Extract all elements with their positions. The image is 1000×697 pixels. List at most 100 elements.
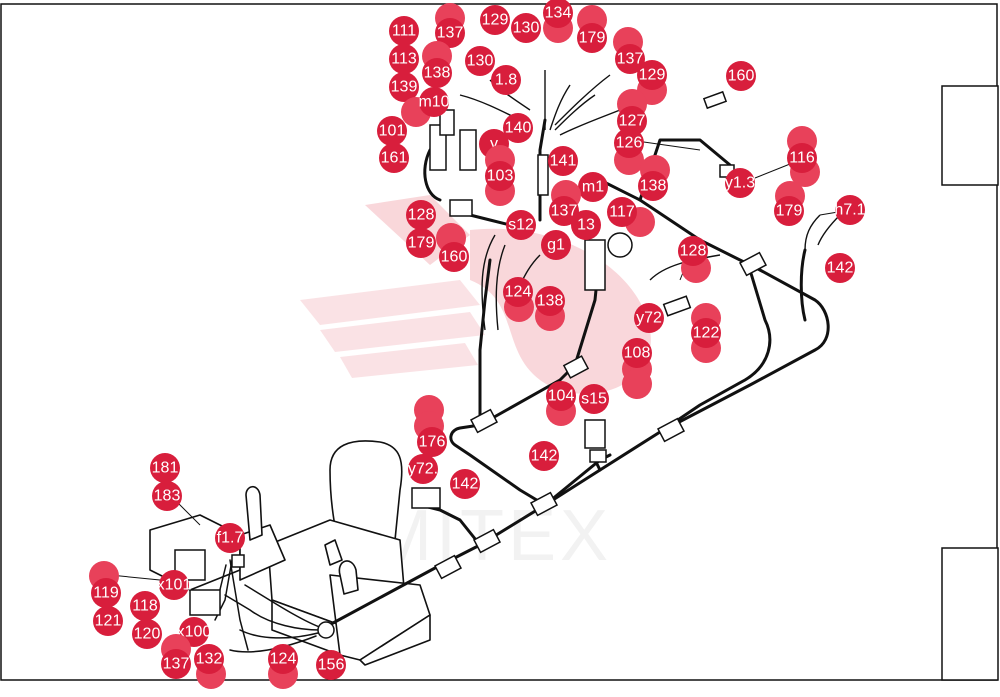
callout-108[interactable]: 108: [622, 338, 652, 399]
callout-119[interactable]: 119: [89, 561, 121, 608]
callout-s15[interactable]: s15: [579, 384, 609, 414]
svg-text:x100: x100: [177, 624, 212, 641]
callout-124[interactable]: 124: [503, 277, 534, 322]
callout-140[interactable]: 140: [503, 113, 533, 143]
callout-130-b[interactable]: 130: [465, 46, 495, 76]
callout-113[interactable]: 113: [389, 44, 419, 74]
callout-137[interactable]: 137: [435, 3, 465, 48]
callout-f1-7[interactable]: f1.7: [215, 523, 245, 553]
callout-160-b[interactable]: 160: [439, 242, 469, 272]
callout-111[interactable]: 111: [389, 16, 419, 46]
callout-181[interactable]: 181: [150, 453, 180, 483]
callout-132[interactable]: 132: [194, 644, 226, 689]
svg-text:137: 137: [617, 51, 644, 68]
callout-116[interactable]: 116: [787, 126, 820, 187]
callout-m10[interactable]: m10: [401, 87, 450, 127]
callout-x101[interactable]: x101: [157, 570, 192, 600]
callout-121[interactable]: 121: [93, 606, 123, 636]
callout-179[interactable]: 179: [577, 5, 607, 53]
callout-176[interactable]: 176: [414, 395, 447, 457]
callout-142-c[interactable]: 142: [450, 469, 480, 499]
callout-103[interactable]: 103: [485, 145, 515, 206]
callout-179-b[interactable]: 179: [774, 181, 805, 226]
svg-text:118: 118: [132, 598, 158, 615]
frame-tab-bottom: [941, 547, 999, 681]
callout-138-c[interactable]: 138: [535, 286, 565, 331]
svg-text:121: 121: [95, 613, 122, 630]
callout-h7-1[interactable]: h7.1: [834, 195, 866, 225]
svg-text:124: 124: [505, 284, 532, 301]
callout-128[interactable]: 128: [406, 200, 436, 230]
callout-130[interactable]: 130: [511, 13, 541, 43]
svg-text:139: 139: [391, 79, 418, 96]
svg-text:m1: m1: [582, 179, 604, 196]
svg-text:137: 137: [437, 25, 464, 42]
callout-138-b[interactable]: 138: [638, 155, 670, 201]
svg-text:129: 129: [639, 67, 666, 84]
callout-126[interactable]: 126: [614, 128, 644, 175]
svg-text:f1.7: f1.7: [217, 530, 244, 547]
callout-104[interactable]: 104: [546, 381, 576, 426]
callouts: 111 137 129 130 134 179 113 138 130 1.8 …: [89, 0, 866, 689]
svg-text:y1.3: y1.3: [725, 175, 755, 192]
svg-text:113: 113: [391, 51, 417, 68]
svg-text:s12: s12: [508, 217, 534, 234]
callout-1-8[interactable]: 1.8: [491, 65, 521, 95]
svg-text:132: 132: [196, 651, 223, 668]
svg-text:160: 160: [728, 68, 755, 85]
callout-142[interactable]: 142: [825, 253, 855, 283]
callout-183[interactable]: 183: [152, 481, 182, 511]
callout-128-b[interactable]: 128: [678, 236, 711, 283]
diagram-frame: [0, 3, 999, 681]
callout-y72[interactable]: y72: [634, 303, 664, 333]
callout-13[interactable]: 13: [571, 210, 601, 240]
svg-text:140: 140: [505, 120, 532, 137]
svg-text:176: 176: [419, 434, 446, 451]
callout-118[interactable]: 118: [130, 591, 160, 621]
frame-tab-top: [941, 85, 999, 186]
callout-127[interactable]: 127: [617, 89, 647, 136]
svg-text:104: 104: [548, 388, 575, 405]
svg-text:122: 122: [693, 325, 720, 342]
callout-y1-3[interactable]: y1.3: [725, 168, 755, 198]
callout-101[interactable]: 101: [377, 116, 407, 146]
svg-text:179: 179: [776, 203, 803, 220]
svg-text:124: 124: [270, 651, 297, 668]
callout-120[interactable]: 120: [132, 619, 162, 649]
svg-text:179: 179: [579, 30, 606, 47]
callout-137-c[interactable]: 137: [549, 180, 581, 226]
operator-seat: [149, 440, 431, 666]
callout-134[interactable]: 134: [543, 0, 573, 43]
sensor-pigtails: [459, 69, 841, 331]
callout-139[interactable]: 139: [389, 72, 419, 102]
svg-text:120: 120: [134, 626, 161, 643]
callout-s12[interactable]: s12: [506, 210, 536, 240]
svg-text:y72.: y72.: [408, 461, 438, 478]
callout-137-b[interactable]: 137: [613, 27, 645, 74]
callout-137-d[interactable]: 137: [161, 634, 191, 679]
svg-text:y: y: [490, 136, 498, 153]
svg-text:142: 142: [452, 476, 479, 493]
svg-text:156: 156: [318, 657, 345, 674]
callout-160[interactable]: 160: [726, 61, 756, 91]
callout-124-b[interactable]: 124: [268, 644, 298, 689]
svg-text:138: 138: [640, 178, 667, 195]
callout-156[interactable]: 156: [316, 650, 346, 680]
callout-m1[interactable]: m1: [578, 172, 608, 202]
callout-117[interactable]: 117: [607, 197, 655, 237]
callout-138[interactable]: 138: [422, 41, 452, 88]
callout-142-b[interactable]: 142: [529, 441, 559, 471]
callout-122[interactable]: 122: [691, 303, 721, 363]
callout-y72-b[interactable]: y72.: [408, 454, 438, 484]
connectors: [174, 90, 768, 639]
svg-text:128: 128: [408, 207, 435, 224]
svg-text:126: 126: [616, 135, 643, 152]
callout-161[interactable]: 161: [379, 143, 409, 173]
callout-g1[interactable]: g1: [541, 230, 571, 260]
svg-text:134: 134: [545, 5, 572, 22]
svg-text:179: 179: [408, 235, 435, 252]
callout-129[interactable]: 129: [480, 5, 510, 35]
svg-text:141: 141: [550, 153, 577, 170]
svg-text:127: 127: [619, 113, 646, 130]
callout-141[interactable]: 141: [548, 146, 578, 176]
